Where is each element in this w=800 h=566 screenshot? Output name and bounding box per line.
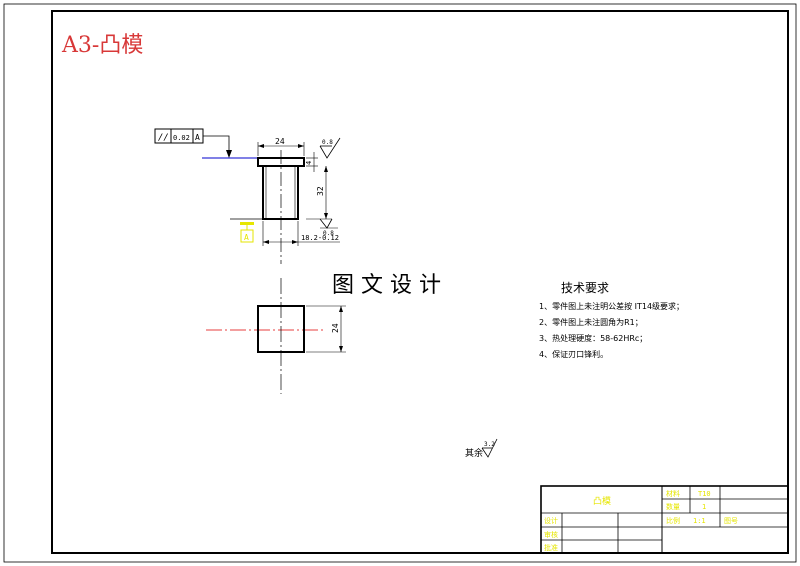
other-roughness-value: 3.2 (484, 441, 495, 448)
title-block-label-qty: 数量 (666, 502, 680, 511)
front-view: // 0.02 A 24 (154, 128, 341, 264)
dim-body-height-text: 32 (316, 186, 325, 196)
title-block-label-checker: 审核 (544, 530, 558, 539)
title-block-qty-value: 1 (702, 503, 706, 511)
dim-flange-height: 4 (305, 152, 318, 172)
geometric-tolerance-frame: // 0.02 A (154, 128, 232, 158)
tech-requirement-item: 1、零件图上未注明公差按 IT14级要求； (539, 301, 684, 311)
dim-top-width: 24 (257, 137, 305, 156)
title-block-material-value: T10 (698, 490, 711, 498)
datum-marker-text: A (244, 233, 249, 242)
tolerance-value: 0.02 (173, 134, 190, 142)
other-roughness-label: 其余 (465, 447, 483, 459)
dim-body-height: 32 (306, 166, 332, 220)
dim-flange-height-text: 4 (305, 161, 313, 165)
title-block-part-name: 凸模 (593, 496, 611, 507)
title-block: 凸模 材料 T10 数量 1 比例 1:1 图号 设计 审核 批准 (540, 485, 789, 554)
tolerance-datum: A (195, 133, 200, 142)
dim-bottom-diameter-text: 18.2-0.12 (301, 234, 339, 242)
title-block-label-drawing: 图号 (724, 517, 738, 525)
punch-top-section (257, 305, 305, 353)
other-surfaces-roughness: 其余 3.2 (465, 438, 498, 459)
drawing-frame (51, 10, 789, 554)
dim-top-width-text: 24 (275, 137, 285, 146)
dim-top-view-side-text: 24 (331, 323, 340, 333)
roughness-top-text: 0.8 (322, 139, 333, 146)
tech-requirement-item: 2、零件图上未注圆角为R1； (539, 317, 643, 327)
sheet-title: A3-凸模 (61, 33, 143, 58)
title-block-label-designer: 设计 (544, 516, 558, 525)
title-block-label-approver: 批准 (544, 543, 558, 552)
watermark-text: 图 文 设 计 (332, 273, 441, 298)
tech-requirements-heading: 技术要求 (561, 281, 609, 295)
tolerance-symbol: // (158, 133, 169, 143)
tech-requirement-item: 3、热处理硬度：58-62HRc； (539, 333, 647, 343)
technical-requirements: 技术要求 1、零件图上未注明公差按 IT14级要求； 2、零件图上未注圆角为R1… (539, 281, 684, 359)
tech-requirement-item: 4、保证刃口锋利。 (539, 349, 608, 359)
datum-marker-a: A (240, 222, 254, 243)
title-block-label-material: 材料 (666, 489, 680, 498)
roughness-symbol-bottom: 0.8 (319, 218, 338, 237)
top-view: 24 (206, 278, 346, 394)
title-block-label-scale: 比例 (666, 516, 680, 525)
punch-body (262, 165, 299, 220)
roughness-bottom-text: 0.8 (323, 230, 334, 237)
dim-top-view-side: 24 (306, 305, 346, 353)
sheet-trim-border (3, 3, 797, 563)
title-block-scale-value: 1:1 (693, 517, 706, 525)
roughness-symbol-top: 0.8 (319, 137, 341, 159)
dim-bottom-diameter: 18.2-0.12 (262, 221, 340, 246)
